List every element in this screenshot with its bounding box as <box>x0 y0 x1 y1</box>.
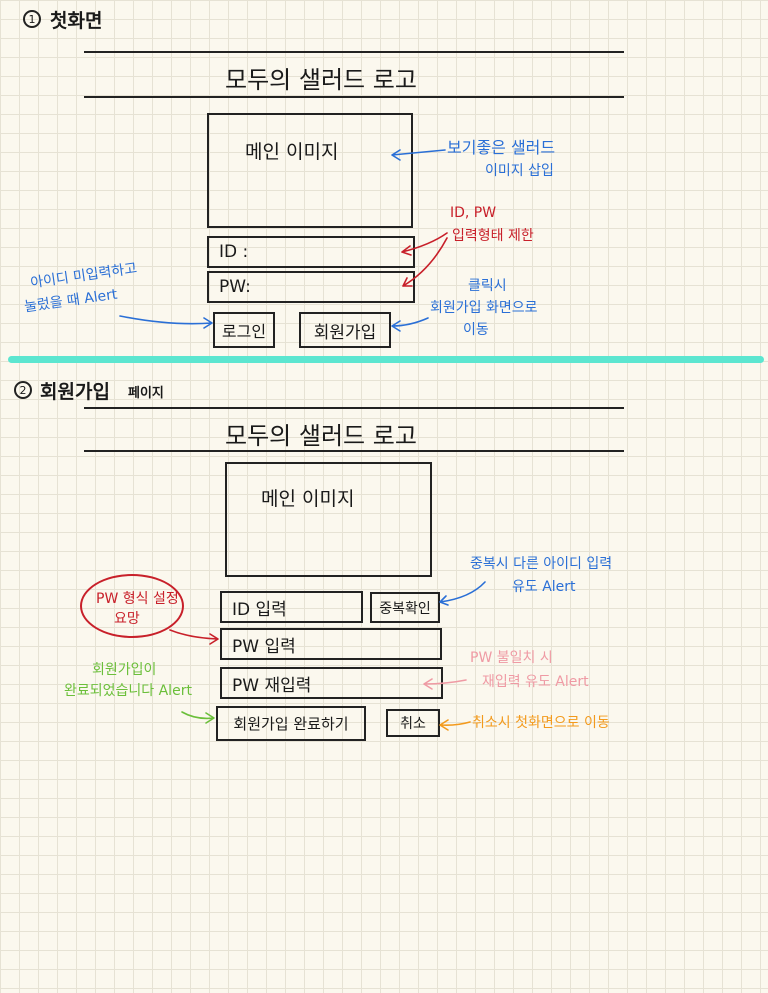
id-input-label: ID : <box>219 242 249 262</box>
signup-note-1: 클릭시 <box>468 278 507 294</box>
logo2-bottom-rule <box>84 450 624 452</box>
logo-bottom-rule <box>84 96 624 98</box>
main-image-placeholder: 메인 이미지 <box>207 113 413 228</box>
cancel-button[interactable]: 취소 <box>386 709 440 737</box>
arrow-pw-format-icon <box>169 629 219 645</box>
arrow-dup-note-icon <box>439 581 486 606</box>
logo: 모두의 샐러드 로고 <box>225 66 417 94</box>
id-field-label: ID 입력 <box>232 599 287 620</box>
section-number-1-icon: 1 <box>23 10 41 28</box>
logo2-top-rule <box>84 407 624 409</box>
mismatch-note-2: 재입력 유도 Alert <box>482 674 589 690</box>
cancel-button-label: 취소 <box>400 716 426 732</box>
main-image-placeholder-2: 메인 이미지 <box>225 462 432 577</box>
login-button-label: 로그인 <box>221 322 267 341</box>
input-note-2: 입력형태 제한 <box>452 228 534 244</box>
duplicate-check-button[interactable]: 중복확인 <box>370 592 440 623</box>
section-2-subtitle: 페이지 <box>128 386 164 401</box>
pw-confirm-field-label: PW 재입력 <box>232 675 312 696</box>
input-note-1: ID, PW <box>450 205 497 221</box>
cancel-note: 취소시 첫화면으로 이동 <box>472 715 610 731</box>
pw-input-label: PW: <box>219 277 251 297</box>
logo-top-rule <box>84 51 624 53</box>
signup-button[interactable]: 회원가입 <box>299 312 391 348</box>
pw-format-circle <box>80 574 184 638</box>
logo-2: 모두의 샐러드 로고 <box>225 422 417 450</box>
complete-note-2: 완료되었습니다 Alert <box>64 683 192 699</box>
main-image-label-2: 메인 이미지 <box>261 488 355 510</box>
section-2-title: 회원가입 <box>40 381 110 403</box>
arrow-image-note-icon <box>391 149 446 161</box>
id-field[interactable]: ID 입력 <box>220 591 363 623</box>
pw-field-label: PW 입력 <box>232 636 296 657</box>
duplicate-check-label: 중복확인 <box>379 600 431 617</box>
signup-complete-label: 회원가입 완료하기 <box>233 715 349 733</box>
signup-note-2: 회원가입 화면으로 <box>430 300 538 316</box>
dup-note-1: 중복시 다른 아이디 입력 <box>470 556 613 572</box>
arrow-mismatch-note-icon <box>423 678 467 690</box>
dup-note-2: 유도 Alert <box>512 579 576 595</box>
pw-input[interactable]: PW: <box>207 271 415 303</box>
signup-button-label: 회원가입 <box>313 322 377 343</box>
image-note-1: 보기좋은 샐러드 <box>447 138 556 157</box>
arrow-login-note-icon <box>119 315 213 329</box>
main-image-label: 메인 이미지 <box>245 141 339 163</box>
complete-note-1: 회원가입이 <box>92 662 157 678</box>
arrow-complete-note-icon <box>181 711 215 724</box>
login-button[interactable]: 로그인 <box>213 312 275 348</box>
pw-format-note-2: 요망 <box>114 611 140 627</box>
arrow-input-id-icon <box>401 232 448 256</box>
section-1-title: 첫화면 <box>50 10 103 32</box>
arrow-signup-note-icon <box>391 317 429 332</box>
signup-complete-button[interactable]: 회원가입 완료하기 <box>216 706 366 741</box>
image-note-2: 이미지 삽입 <box>485 163 554 179</box>
pw-format-note-1: PW 형식 설정 <box>96 591 179 607</box>
id-input[interactable]: ID : <box>207 236 415 268</box>
section-divider <box>8 356 764 363</box>
section-number-2-icon: 2 <box>14 381 32 399</box>
arrow-input-pw-icon <box>402 237 448 287</box>
arrow-cancel-note-icon <box>439 719 471 731</box>
mismatch-note-1: PW 불일치 시 <box>470 650 553 666</box>
signup-note-3: 이동 <box>463 322 489 338</box>
pw-field[interactable]: PW 입력 <box>220 628 442 660</box>
